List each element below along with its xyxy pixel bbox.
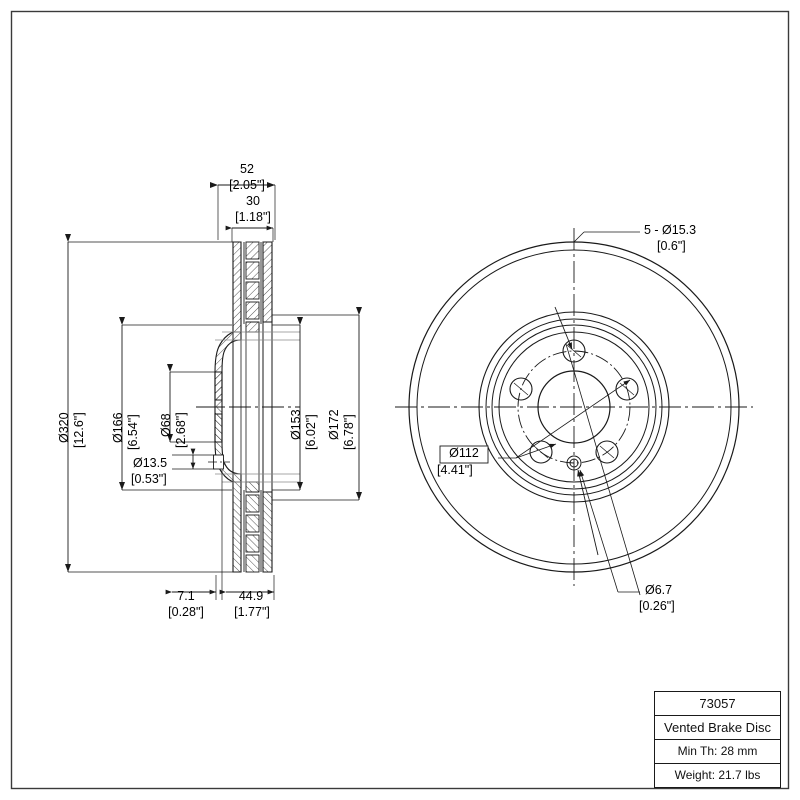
callout-value-lug-holes-1: 5 - Ø15.3 xyxy=(644,223,697,237)
callout-value-bolt-circle-1: Ø112 xyxy=(449,446,479,460)
bolt-hole-section xyxy=(208,454,230,470)
callout-bolt-circle-line1: Ø112 xyxy=(440,446,488,461)
dim-value-outer-face-imperial: [6.78"] xyxy=(342,414,356,450)
dim-value-hub-diameter-metric: Ø166 xyxy=(111,412,125,443)
friction-plate-inboard-bottom xyxy=(262,491,273,573)
dim-value-outer-diameter-imperial: [12.6"] xyxy=(72,412,86,448)
dim-bolt-hole xyxy=(172,448,215,470)
dim-value-offset-imperial: [1.77"] xyxy=(234,605,270,619)
dim-value-offset-metric: 44.9 xyxy=(238,589,264,603)
dim-value-center-bore-metric: Ø68 xyxy=(159,413,173,437)
title-block-min-thickness: Min Th: 28 mm xyxy=(655,740,780,764)
dim-label-outer-face-diameter-imperial: [6.78"] xyxy=(342,414,357,450)
dim-label-overall-width-imperial: [2.05"] xyxy=(214,178,280,193)
friction-plate-outboard-bottom xyxy=(232,481,242,573)
callout-pilot-hole-line1: Ø6.7 xyxy=(645,583,673,598)
dim-outer-face-diameter xyxy=(272,307,362,501)
dim-value-bolt-hole-imperial: [0.53"] xyxy=(131,472,167,486)
dim-value-inner-face-imperial: [6.02"] xyxy=(304,414,318,450)
callout-value-lug-holes-2: [0.6"] xyxy=(657,239,686,253)
face-leader-lines xyxy=(498,231,641,596)
dim-value-inner-face-metric: Ø153 xyxy=(289,409,303,440)
dim-label-inner-face-diameter-imperial: [6.02"] xyxy=(304,414,319,450)
callout-lug-holes-line1: 5 - Ø15.3 xyxy=(644,223,697,238)
dimension-lines-section xyxy=(65,182,362,600)
dim-center-bore xyxy=(167,364,216,443)
dim-outer-diameter xyxy=(65,234,240,573)
callout-lug-holes-line2: [0.6"] xyxy=(657,239,686,254)
dim-label-hat-depth: 30 xyxy=(222,194,284,209)
dim-value-outer-diameter-metric: Ø320 xyxy=(57,412,71,443)
sheet-border xyxy=(10,10,790,790)
dim-label-center-bore-imperial: [2.68"] xyxy=(174,412,189,448)
dim-value-center-bore-imperial: [2.68"] xyxy=(174,412,188,448)
dim-label-bolt-hole-imperial: [0.53"] xyxy=(131,472,167,487)
dim-label-outer-diameter-imperial: [12.6"] xyxy=(72,412,87,448)
leader-lug-holes-line xyxy=(565,343,641,596)
dim-value-flange-thickness-metric: 7.1 xyxy=(177,589,195,603)
dim-label-overall-width: 52 xyxy=(216,162,278,177)
hat-mid-ring-2 xyxy=(491,324,657,490)
dim-value-overall-width-imperial: [2.05"] xyxy=(229,178,265,192)
dim-label-offset-imperial: [1.77"] xyxy=(224,605,280,620)
vane-through-lines xyxy=(232,242,273,572)
dim-label-bolt-hole: Ø13.5 xyxy=(133,456,168,471)
dim-label-inner-face-diameter: Ø153 xyxy=(289,409,304,440)
dim-hat-depth xyxy=(225,225,274,242)
cross-section-view xyxy=(196,241,300,573)
friction-plate-inboard-top xyxy=(262,241,273,323)
dim-label-hub-diameter-imperial: [6.54"] xyxy=(126,414,141,450)
dim-flange-thickness xyxy=(165,470,223,600)
mounting-flange-top xyxy=(214,371,223,408)
callout-pilot-hole-line2: [0.26"] xyxy=(639,599,675,614)
construction-lines xyxy=(215,331,300,483)
callout-value-pilot-hole-2: [0.26"] xyxy=(639,599,675,613)
dim-value-overall-width-metric: 52 xyxy=(240,162,254,176)
dim-label-flange-thickness-imperial: [0.28"] xyxy=(158,605,214,620)
dim-value-hat-depth-imperial: [1.18"] xyxy=(235,210,271,224)
dim-overall-width xyxy=(210,182,276,240)
callout-value-bolt-circle-2: [4.41"] xyxy=(437,463,473,477)
title-block-part-number: 73057 xyxy=(655,692,780,716)
dim-value-bolt-hole-metric: Ø13.5 xyxy=(133,456,168,470)
basic-dimension-frame xyxy=(439,445,489,464)
dim-label-outer-diameter: Ø320 xyxy=(57,412,72,443)
leader-bolt-circle xyxy=(498,379,631,459)
callout-bolt-circle-line2: [4.41"] xyxy=(437,463,473,478)
dim-offset xyxy=(219,575,275,600)
cooling-vanes-top xyxy=(243,241,262,333)
dim-inner-face-diameter xyxy=(272,317,303,491)
title-block-description: Vented Brake Disc xyxy=(655,716,780,740)
dim-value-outer-face-metric: Ø172 xyxy=(327,409,341,440)
front-face-view xyxy=(395,228,753,596)
callout-value-pilot-hole-1: Ø6.7 xyxy=(645,583,673,597)
dim-label-outer-face-diameter: Ø172 xyxy=(327,409,342,440)
lug-hole-3 xyxy=(595,440,619,464)
dim-label-center-bore: Ø68 xyxy=(159,413,174,437)
dim-label-hub-diameter: Ø166 xyxy=(111,412,126,443)
dim-label-flange-thickness: 7.1 xyxy=(163,589,209,604)
dim-label-hat-depth-imperial: [1.18"] xyxy=(220,210,286,225)
dim-hub-diameter xyxy=(119,317,232,491)
dim-value-hub-diameter-imperial: [6.54"] xyxy=(126,414,140,450)
mounting-flange-bottom xyxy=(214,406,223,443)
friction-plate-outboard-top xyxy=(232,241,242,333)
lug-hole-5 xyxy=(509,377,533,401)
leader-pilot-hole xyxy=(579,469,619,593)
dim-value-hat-depth-metric: 30 xyxy=(246,194,260,208)
title-block-weight: Weight: 21.7 lbs xyxy=(655,764,780,788)
dim-label-offset: 44.9 xyxy=(227,589,275,604)
lug-hole-2 xyxy=(615,377,639,401)
dim-value-flange-thickness-imperial: [0.28"] xyxy=(168,605,204,619)
cooling-vanes-bottom xyxy=(243,481,262,573)
title-block: 73057 Vented Brake Disc Min Th: 28 mm We… xyxy=(654,691,781,788)
face-centerlines xyxy=(395,228,753,586)
